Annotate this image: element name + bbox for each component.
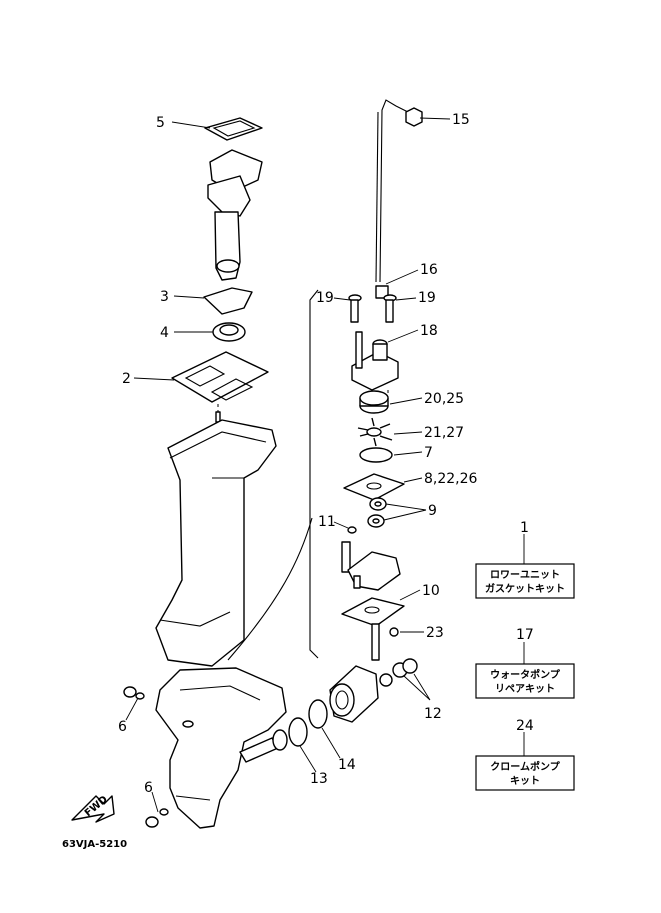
callout-23: 23 [426, 625, 444, 641]
callout-6-upper: 6 [118, 719, 127, 735]
drive-shaft [371, 623, 380, 661]
kit-17-line2: リペアキット [495, 683, 555, 695]
callout-16: 16 [420, 262, 438, 278]
kit-24-line2: キット [510, 775, 540, 787]
part-12-seal-a [379, 673, 393, 687]
part-18-pump-cover [351, 331, 399, 391]
kit-17-line1: ウォータポンプ [490, 668, 561, 681]
kit-1-line2: ガスケットキット [485, 582, 565, 595]
part-15-nut [405, 107, 423, 127]
leader-lines [125, 117, 525, 813]
callout-18: 18 [420, 323, 438, 339]
part-19-bolt-left [348, 294, 362, 323]
part-14-o-ring [308, 699, 328, 729]
part-6-screw-lower [145, 808, 169, 828]
callout-11: 11 [318, 514, 336, 530]
upper-casing [207, 149, 263, 281]
kit-24-line1: クロームポンプ [490, 760, 560, 773]
part-5-top-gasket [204, 117, 263, 141]
kit-17-box [475, 663, 575, 699]
part-4-seal [212, 322, 246, 342]
callout-19-left: 19 [316, 290, 334, 306]
callout-19-right: 19 [418, 290, 436, 306]
callout-4: 4 [160, 325, 169, 341]
part-12-bearing-housing [329, 665, 379, 723]
kit-1-line1: ロワーユニット [490, 569, 560, 581]
callout-12: 12 [424, 706, 442, 722]
part-13-o-ring [288, 717, 308, 747]
lower-unit-gearcase [155, 667, 287, 829]
dowel-pin [215, 411, 221, 423]
callout-6-lower: 6 [144, 780, 153, 796]
callout-8-22-26: 8,22,26 [424, 471, 478, 487]
callouts: 5 15 16 19 19 3 18 4 2 20,25 21,27 7 8,2… [118, 112, 478, 796]
kit-1-box [475, 563, 575, 599]
bracket-line [309, 289, 319, 659]
fwd-arrow-icon: FWD [71, 794, 115, 823]
kit-17: 17 ウォータポンプ リペアキット [475, 627, 575, 699]
part-6-screw-upper [123, 686, 145, 700]
callout-20-25: 20,25 [424, 391, 464, 407]
callout-9: 9 [428, 503, 437, 519]
kit-24: 24 クロームポンプ キット [475, 718, 575, 791]
part-12-seal-b [392, 658, 418, 678]
diagram-code: 63VJA-5210 [62, 839, 127, 850]
part-20-insert [359, 390, 389, 414]
callout-21-27: 21,27 [424, 425, 464, 441]
callout-10: 10 [422, 583, 440, 599]
drive-shaft-housing [155, 419, 277, 667]
part-9-seal-a [369, 497, 387, 511]
kit-24-number: 24 [516, 718, 534, 734]
callout-14: 14 [338, 757, 356, 773]
callout-7: 7 [424, 445, 433, 461]
part-21-impeller [357, 417, 393, 447]
callout-13: 13 [310, 771, 328, 787]
part-10-outer-plate [341, 597, 405, 627]
part-11-pin [347, 526, 357, 534]
callout-3: 3 [160, 289, 169, 305]
part-9-seal-b [367, 514, 385, 528]
kit-17-number: 17 [516, 627, 534, 643]
part-2-plate-gasket [171, 351, 269, 403]
part-15-tube [379, 99, 413, 283]
part-19-bolt-right [383, 294, 397, 323]
kit-1: 1 ロワーユニット ガスケットキット [475, 520, 575, 599]
callout-5: 5 [156, 115, 165, 131]
water-tube-left [227, 517, 313, 661]
part-3-gasket [203, 287, 253, 315]
part-8-plate [343, 473, 405, 501]
callout-2: 2 [122, 371, 131, 387]
part-7-o-ring [359, 447, 393, 463]
kit-1-number: 1 [520, 520, 529, 536]
callout-15: 15 [452, 112, 470, 128]
kit-24-box [475, 755, 575, 791]
shaft-seal [239, 729, 288, 763]
pump-lower-housing [341, 541, 401, 591]
part-23 [389, 627, 399, 637]
